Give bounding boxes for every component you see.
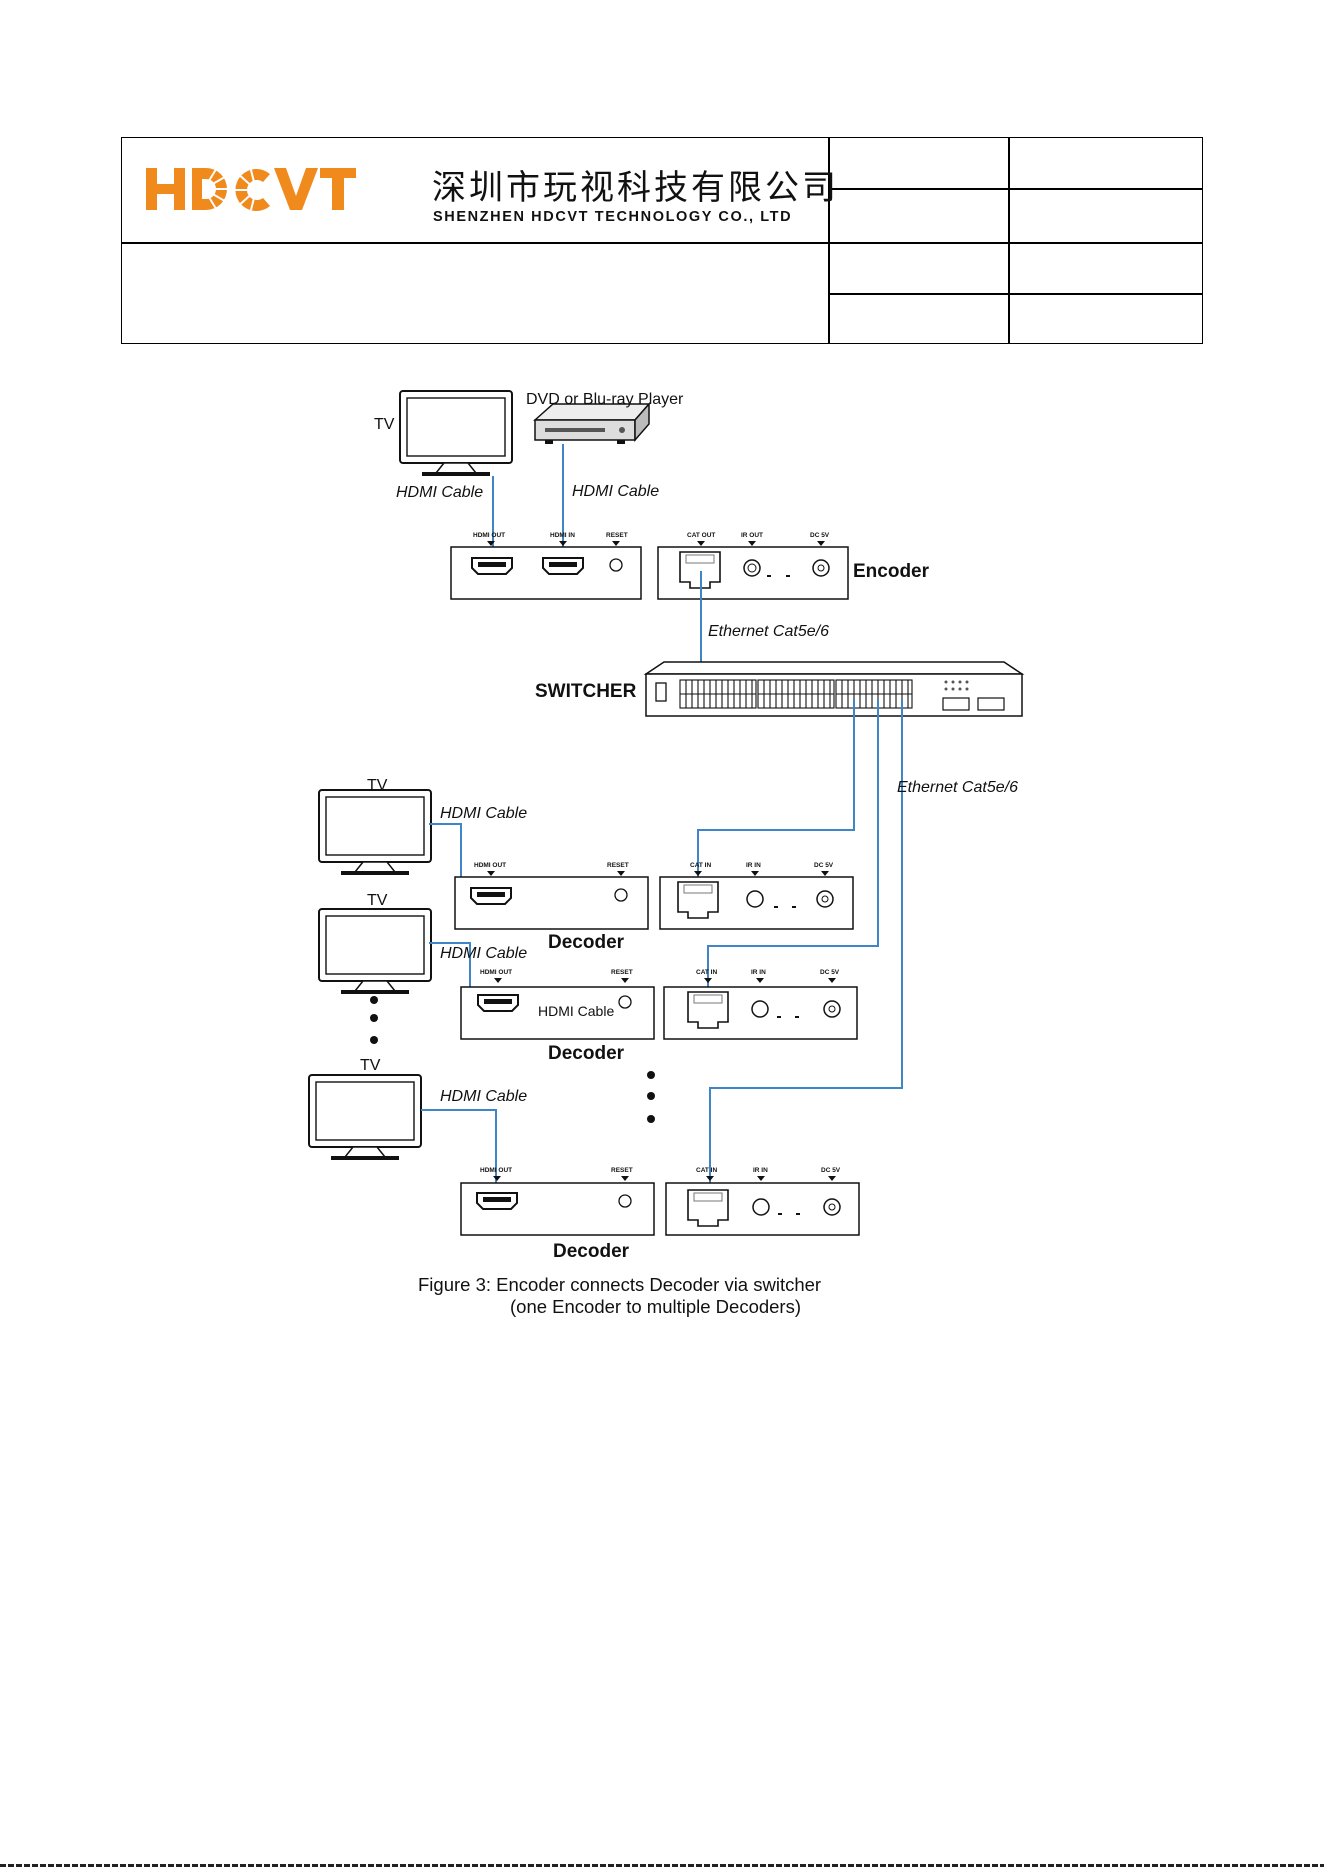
header-col-divider [828, 138, 830, 343]
port-label: DC 5V [820, 969, 840, 976]
switcher-label: SWITCHER [535, 681, 637, 702]
hdmi-cable [421, 1109, 497, 1195]
decoder-right-unit [659, 876, 854, 930]
hdmi-cable-label: HDMI Cable [396, 484, 483, 501]
ethernet-label: Ethernet Cat5e/6 [897, 779, 1018, 796]
hdmi-cable-label: HDMI Cable [440, 805, 527, 822]
caption-line: Figure 3: Encoder connects Decoder via s… [418, 1274, 822, 1295]
ethernet-cable [697, 700, 903, 1195]
port-label: HDMI OUT [473, 532, 505, 539]
port-label: RESET [611, 969, 633, 976]
company-name-english: SHENZHEN HDCVT TECHNOLOGY CO., LTD [433, 209, 793, 225]
decoder-label: Decoder [548, 1043, 625, 1064]
tv-label: TV [367, 892, 388, 909]
caption-line: (one Encoder to multiple Decoders) [510, 1296, 802, 1317]
tv-label: TV [360, 1057, 381, 1074]
tv-label: TV [374, 416, 395, 433]
company-logo-area: 深圳市玩视科技有限公司 SHENZHEN HDCVT TECHNOLOGY CO… [122, 138, 836, 242]
hdmi-cable-label: HDMI Cable [440, 1088, 527, 1105]
decoder-left-unit [454, 876, 649, 930]
tv-icon [318, 789, 432, 876]
encoder-left-unit [450, 546, 642, 600]
port-label: HDMI IN [550, 532, 575, 539]
port-label: RESET [611, 1167, 633, 1174]
port-label: CAT IN [696, 1167, 717, 1174]
port-label: RESET [607, 862, 629, 869]
port-label: IR IN [746, 862, 761, 869]
hdmi-cable-label: HDMI Cable [440, 945, 527, 962]
decoder-right-unit [663, 986, 858, 1040]
encoder-right-unit [657, 546, 849, 600]
header-row-divider [828, 188, 1202, 190]
port-label: IR IN [751, 969, 766, 976]
port-label: HDMI OUT [480, 1167, 512, 1174]
header-col-divider [1008, 138, 1010, 343]
dvd-label: DVD or Blu-ray Player [526, 391, 684, 408]
tv-icon [308, 1074, 422, 1161]
header-row-divider [828, 293, 1202, 295]
hdmi-cable [429, 942, 471, 995]
connection-diagram: TV DVD or Blu-ray Player HDMI Cable HDMI… [308, 390, 1025, 1262]
encoder-label: Encoder [853, 561, 930, 582]
port-label: CAT OUT [687, 532, 715, 539]
hdmi-cable [429, 823, 462, 885]
dvd-player-icon [533, 402, 651, 444]
decoder-right-unit [665, 1182, 860, 1236]
switcher-device [643, 661, 1025, 717]
inner-cable-label: HDMI Cable [538, 1003, 614, 1019]
ethernet-label: Ethernet Cat5e/6 [708, 623, 829, 640]
port-label: CAT IN [696, 969, 717, 976]
header-divider [122, 242, 1202, 244]
decoder-left-unit [460, 986, 655, 1040]
footer-rule [0, 1864, 1324, 1867]
port-label: IR OUT [741, 532, 763, 539]
tv-icon [399, 390, 513, 477]
decoder-label: Decoder [553, 1241, 630, 1262]
port-label: HDMI OUT [474, 862, 506, 869]
port-label: DC 5V [814, 862, 834, 869]
port-label: DC 5V [821, 1167, 841, 1174]
ellipsis-dots [370, 996, 655, 1123]
decoder-left-unit [460, 1182, 655, 1236]
port-label: RESET [606, 532, 628, 539]
company-name-chinese: 深圳市玩视科技有限公司 [432, 168, 839, 208]
figure-caption: Figure 3: Encoder connects Decoder via s… [418, 1274, 821, 1318]
hdmi-cable-label: HDMI Cable [572, 483, 659, 500]
tv-icon [318, 908, 432, 995]
hdcvt-logo [146, 166, 356, 214]
port-label: HDMI OUT [480, 969, 512, 976]
decoder-label: Decoder [548, 932, 625, 953]
document-header: 深圳市玩视科技有限公司 SHENZHEN HDCVT TECHNOLOGY CO… [121, 137, 1203, 344]
port-label: DC 5V [810, 532, 830, 539]
port-label: IR IN [753, 1167, 768, 1174]
port-label: CAT IN [690, 862, 711, 869]
tv-label: TV [367, 777, 388, 794]
